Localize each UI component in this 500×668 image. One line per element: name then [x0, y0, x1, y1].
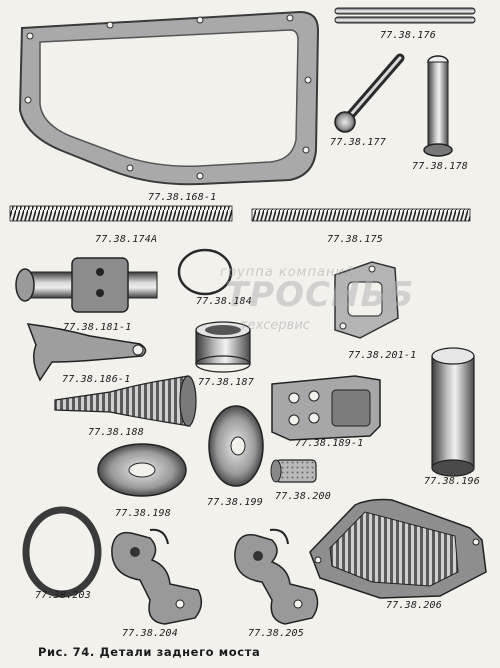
part-label: 77.38.177 [330, 137, 386, 148]
gasket-201-1 [334, 261, 399, 339]
part-label: 77.38.199 [207, 497, 263, 508]
pin-178 [423, 55, 453, 157]
shaft-181-1 [15, 257, 158, 313]
spring-174a [9, 205, 233, 222]
boot-188 [54, 375, 197, 427]
watermark-line3: техсервис [240, 318, 310, 333]
disc-199 [208, 405, 264, 487]
spring-175 [251, 208, 471, 222]
part-label: 77.38.184 [196, 296, 252, 307]
figure-caption: Рис. 74. Детали заднего моста [38, 645, 261, 659]
part-label: 77.38.176 [380, 30, 436, 41]
watermark-brand: ТРОСНЬБ [225, 275, 415, 315]
part-label: 77.38.206 [386, 600, 442, 611]
bolt-177 [334, 53, 405, 133]
cylinder-196 [431, 347, 475, 477]
part-label: 77.38.189-1 [295, 438, 364, 449]
part-label: 77.38.181-1 [63, 322, 132, 333]
fork-186-1 [26, 323, 147, 382]
part-label: 77.38.168-1 [148, 192, 217, 203]
gasket-168-1 [18, 10, 320, 186]
part-label: 77.38.186-1 [62, 374, 131, 385]
watermark-line1: группа компаний [220, 265, 355, 280]
oring-184 [177, 248, 233, 296]
part-label: 77.38.178 [412, 161, 468, 172]
cover-206 [309, 498, 487, 599]
part-label: 77.38.198 [115, 508, 171, 519]
part-label: 77.38.188 [88, 427, 144, 438]
rod-176 [334, 7, 476, 24]
part-label: 77.38.187 [198, 377, 254, 388]
roller-200 [270, 459, 317, 483]
ring-203 [22, 506, 102, 598]
washer-198 [97, 443, 187, 497]
part-label: 77.38.200 [275, 491, 331, 502]
bushing-187 [195, 321, 251, 373]
part-label: 77.38.205 [248, 628, 304, 639]
part-label: 77.38.201-1 [348, 350, 417, 361]
part-label: 77.38.204 [122, 628, 178, 639]
part-label: 77.38.174А [95, 234, 158, 245]
bracket-204 [111, 528, 203, 625]
part-label: 77.38.203 [35, 590, 91, 601]
part-label: 77.38.175 [327, 234, 383, 245]
part-label: 77.38.196 [424, 476, 480, 487]
bracket-205 [234, 528, 319, 625]
plate-189-1 [271, 375, 381, 441]
